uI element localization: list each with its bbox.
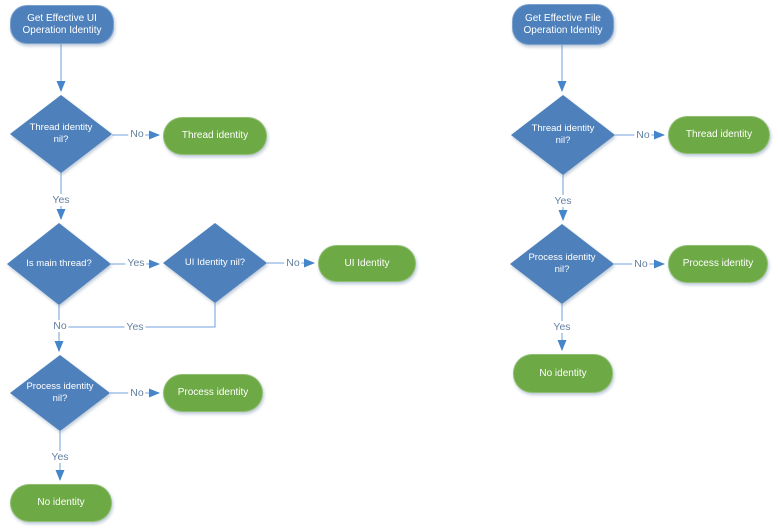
edge-label-yes: Yes (551, 321, 573, 333)
decision-file-thread-identity-nil: Thread identity nil? (511, 95, 615, 175)
terminal-file-process-identity: Process identity (668, 245, 768, 283)
terminal-ui-no-identity: No identity (10, 484, 112, 522)
decision-ui-is-main-thread: Is main thread? (7, 223, 111, 305)
decision-ui-thread-identity-nil: Thread identity nil? (10, 95, 112, 173)
terminal-label: Thread identity (181, 130, 249, 141)
decision-label-line1: Thread identity (29, 122, 93, 133)
edge-label-no: No (632, 258, 650, 270)
decision-file-process-identity-nil: Process identity nil? (510, 224, 614, 304)
decision-shape: UI Identity nil? (163, 223, 267, 303)
terminal-label: No identity (37, 497, 85, 508)
decision-ui-identity-nil: UI Identity nil? (163, 223, 267, 303)
terminal-label: UI Identity (344, 257, 390, 269)
decision-label-line1: Process identity (26, 381, 94, 392)
edge-label-no: No (51, 320, 69, 332)
decision-label-line1: Thread identity (531, 123, 595, 134)
decision-label-line2: nil? (52, 393, 68, 404)
start-node-get-effective-ui-operation-identity: Get Effective UI Operation Identity (10, 5, 114, 44)
decision-shape: Process identity nil? (10, 355, 110, 431)
terminal-label: Process identity (177, 387, 249, 398)
edge-label-no: No (128, 387, 146, 399)
terminal-file-no-identity: No identity (513, 354, 613, 393)
edge-label-yes: Yes (125, 257, 147, 269)
terminal-file-thread-identity: Thread identity (668, 116, 770, 154)
start-node-label-line1: Get Effective UI (27, 12, 97, 24)
edge-label-yes: Yes (49, 451, 71, 463)
edge-label-yes: Yes (50, 194, 72, 206)
start-node-label-line1: Get Effective File (525, 12, 601, 24)
edge-label-no: No (634, 129, 652, 141)
start-node-get-effective-file-operation-identity: Get Effective File Operation Identity (512, 4, 614, 45)
start-node-label-line2: Operation Identity (523, 24, 603, 36)
decision-label-line2: nil? (53, 134, 69, 145)
decision-label-line2: nil? (554, 264, 570, 275)
edge-label-no: No (284, 257, 302, 269)
terminal-label: Thread identity (685, 129, 753, 140)
decision-shape: Thread identity nil? (511, 95, 615, 175)
decision-shape: Is main thread? (7, 223, 111, 305)
edge-label-yes: Yes (552, 195, 574, 207)
terminal-ui-process-identity: Process identity (163, 374, 263, 412)
decision-shape: Process identity nil? (510, 224, 614, 304)
terminal-ui-identity: UI Identity (318, 245, 416, 282)
edge-ui-uinil-yes (59, 303, 216, 328)
terminal-ui-thread-identity: Thread identity (163, 117, 267, 155)
decision-shape: Thread identity nil? (10, 95, 112, 173)
terminal-label: No identity (539, 367, 587, 379)
edge-label-yes: Yes (124, 321, 146, 333)
decision-label-line1: Process identity (528, 252, 596, 263)
decision-label-line2: nil? (555, 135, 571, 146)
start-node-label-line2: Operation Identity (22, 24, 102, 36)
decision-ui-process-identity-nil: Process identity nil? (10, 355, 110, 431)
decision-label: Is main thread? (26, 258, 92, 269)
edge-label-no: No (128, 128, 146, 140)
decision-label: UI Identity nil? (184, 257, 246, 268)
terminal-label: Process identity (682, 258, 754, 269)
